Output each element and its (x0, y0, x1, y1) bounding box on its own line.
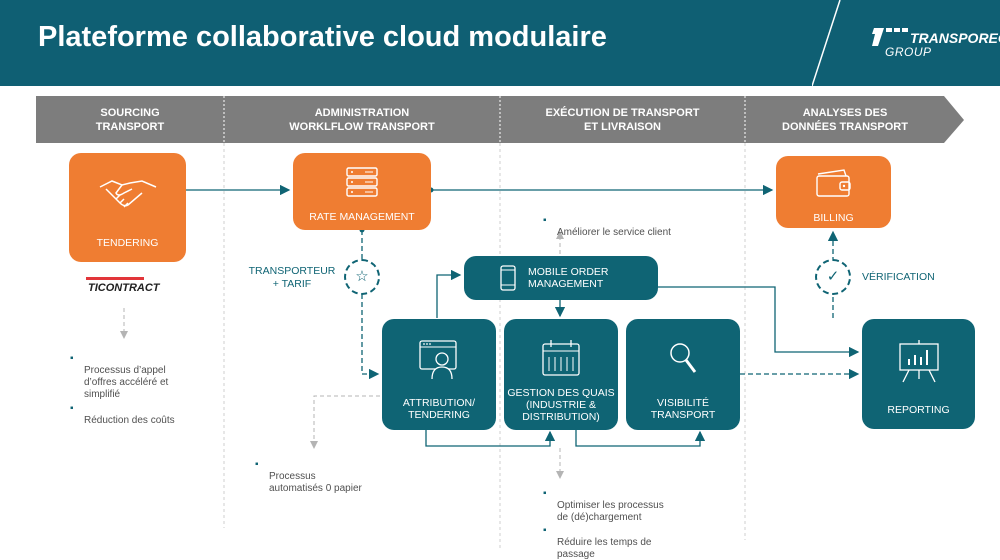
note-reduire-temps: ▪Réduire les temps de passage (543, 525, 652, 560)
stage-administration: ADMINISTRATION WORKLFLOW TRANSPORT (289, 107, 435, 133)
card-mobile-order-label: MOBILE ORDER MANAGEMENT (528, 266, 609, 290)
card-billing[interactable]: BILLING (776, 156, 891, 228)
handshake-icon (99, 180, 156, 208)
card-mobile-order[interactable]: MOBILE ORDER MANAGEMENT (464, 256, 658, 300)
bullet: ▪ (543, 215, 547, 226)
note-ameliorer-service: ▪Améliorer le service client (543, 215, 671, 238)
transporeon-logo-mark (872, 28, 908, 46)
card-gestion-quais[interactable]: GESTION DES QUAIS (INDUSTRIE & DISTRIBUT… (504, 319, 618, 430)
note-processus-automatises: ▪Processus automatisés 0 papier (255, 459, 362, 494)
card-gestion-quais-label: GESTION DES QUAIS (INDUSTRIE & DISTRIBUT… (507, 387, 615, 423)
logo-brand: TRANSPOREON (910, 30, 1000, 46)
bullet: ▪ (543, 488, 547, 499)
user-screen-icon (419, 340, 457, 380)
logo-panel (812, 0, 841, 86)
card-rate-management[interactable]: RATE MANAGEMENT (293, 153, 431, 230)
card-attribution-label: ATTRIBUTION/ TENDERING (402, 397, 476, 421)
card-visibilite[interactable]: VISIBILITÉ TRANSPORT (626, 319, 740, 430)
card-tendering-label: TENDERING (96, 237, 159, 249)
wallet-icon (815, 169, 851, 197)
transporteur-label: TRANSPORTEUR + TARIF (248, 265, 336, 290)
header-bar: Plateforme collaborative cloud modulaire (0, 0, 1000, 86)
calendar-icon (542, 340, 580, 376)
card-billing-label: BILLING (813, 212, 854, 224)
card-reporting-label: REPORTING (887, 404, 950, 416)
logo-group: GROUP (885, 45, 932, 59)
card-rate-management-label: RATE MANAGEMENT (309, 211, 415, 223)
bullet: ▪ (543, 525, 547, 536)
star-icon: ☆ (355, 268, 369, 285)
card-attribution[interactable]: ATTRIBUTION/ TENDERING (382, 319, 496, 430)
bullet: ▪ (255, 459, 259, 470)
stage-analyses: ANALYSES DES DONNÉES TRANSPORT (782, 107, 908, 133)
note-reduction-couts: ▪Réduction des coûts (70, 403, 175, 426)
card-visibilite-label: VISIBILITÉ TRANSPORT (650, 397, 716, 421)
page-title: Plateforme collaborative cloud modulaire (38, 21, 607, 53)
card-tendering[interactable]: TENDERING (69, 153, 186, 262)
note-processus-appel: ▪Processus d’appel d’offres accéléré et … (70, 353, 169, 400)
verification-label: VÉRIFICATION (862, 271, 935, 283)
server-icon (346, 167, 378, 197)
stage-sourcing: SOURCING TRANSPORT (95, 107, 165, 133)
card-reporting[interactable]: REPORTING (862, 319, 975, 429)
note-optimiser-processus: ▪Optimiser les processus de (dé)chargeme… (543, 488, 664, 523)
ticontract-logo: TICONTRACT (88, 282, 160, 294)
magnifier-icon (670, 343, 697, 373)
transporteur-star-circle: ☆ (344, 259, 380, 295)
check-icon: ✓ (826, 268, 840, 285)
stage-execution: EXÉCUTION DE TRANSPORT ET LIVRAISON (545, 107, 700, 133)
bullet: ▪ (70, 353, 74, 364)
presentation-chart-icon (898, 340, 939, 383)
smartphone-icon (500, 265, 516, 291)
ticontract-logo-mark (86, 277, 144, 280)
bullet: ▪ (70, 403, 74, 414)
verification-check-circle: ✓ (815, 259, 851, 295)
